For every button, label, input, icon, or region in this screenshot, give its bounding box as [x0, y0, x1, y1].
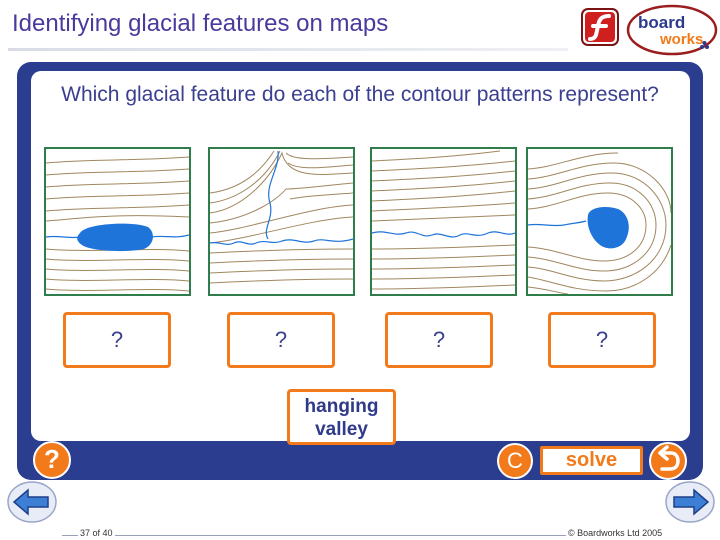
answer-drop-zone-3[interactable]: ? [385, 312, 493, 368]
right-arrow-icon [665, 481, 715, 523]
question-text: Which glacial feature do each of the con… [61, 83, 659, 106]
undo-arrow-icon [658, 445, 680, 471]
title-underline [8, 48, 568, 51]
answer-drop-zone-1[interactable]: ? [63, 312, 171, 368]
answer-drop-zone-2[interactable]: ? [227, 312, 335, 368]
contour-map-1 [46, 156, 189, 292]
next-slide-button[interactable] [664, 480, 716, 524]
reset-button[interactable]: C [497, 443, 533, 479]
brand-word-board: board [638, 13, 685, 32]
solve-button[interactable]: solve [540, 446, 643, 475]
map-tributary-hanging-valley [208, 147, 355, 296]
contour-map-3 [372, 150, 515, 290]
slide-counter: 37 of 40 [78, 528, 115, 538]
footer-divider [62, 535, 662, 536]
map-valley-river [370, 147, 517, 296]
map-corrie-lake [526, 147, 673, 296]
previous-slide-button[interactable] [6, 480, 58, 524]
copyright-text: © Boardworks Ltd 2005 [566, 528, 665, 538]
answer-drop-zone-4[interactable]: ? [548, 312, 656, 368]
flash-logo-icon [580, 5, 620, 49]
help-button[interactable]: ? [33, 441, 71, 479]
contour-map-4 [528, 152, 671, 294]
boardworks-logo: board works [626, 3, 718, 57]
brand-word-works: works [659, 31, 703, 48]
undo-button[interactable] [649, 442, 687, 480]
page-title: Identifying glacial features on maps [12, 10, 389, 37]
left-arrow-icon [7, 481, 57, 523]
title-bar: Identifying glacial features on maps boa… [0, 0, 720, 56]
contour-map-2 [210, 150, 353, 284]
map-lake-in-valley [44, 147, 191, 296]
